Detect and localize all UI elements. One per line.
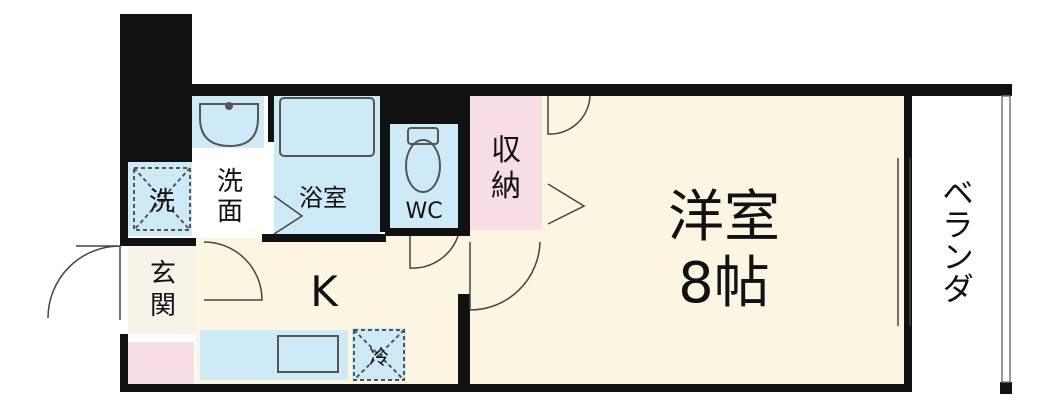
laundry-box bbox=[133, 167, 191, 231]
label-entrance-bottom: 関 bbox=[150, 291, 176, 321]
label-kitchen: K bbox=[310, 267, 339, 316]
label-western-room-size: 8帖 bbox=[678, 251, 770, 316]
closet-door[interactable] bbox=[547, 95, 591, 225]
walls bbox=[120, 14, 1012, 394]
toilet-door[interactable] bbox=[409, 235, 459, 269]
bathtub bbox=[279, 97, 375, 157]
label-washroom-bottom: 面 bbox=[217, 197, 243, 227]
fridge-box bbox=[353, 329, 405, 381]
entrance-door[interactable] bbox=[47, 245, 121, 320]
kitchen-sink bbox=[277, 335, 339, 373]
label-entrance-top: 玄 bbox=[150, 259, 176, 289]
closet-floor bbox=[470, 96, 542, 230]
label-western-room: 洋室 bbox=[668, 185, 780, 250]
label-fridge: 冷 bbox=[369, 345, 389, 369]
label-laundry: 洗 bbox=[149, 187, 175, 217]
bathroom-floor bbox=[274, 92, 380, 234]
toilet-floor bbox=[390, 124, 458, 232]
balcony-rail bbox=[1001, 95, 1011, 383]
bathroom-door[interactable] bbox=[273, 195, 304, 235]
label-closet-top: 収 bbox=[491, 133, 521, 168]
label-closet-bottom: 納 bbox=[491, 169, 521, 204]
faucet bbox=[225, 102, 233, 110]
label-balcony: ベランダ bbox=[937, 176, 975, 304]
entrance-floor bbox=[128, 246, 196, 334]
label-bathroom: 浴室 bbox=[299, 184, 347, 212]
shoe-box bbox=[128, 342, 194, 384]
toilet-tank bbox=[407, 127, 439, 145]
washroom-door[interactable] bbox=[203, 241, 263, 301]
fridge-cross bbox=[353, 329, 405, 381]
label-toilet: WC bbox=[405, 199, 442, 224]
sink-bowl bbox=[199, 103, 259, 148]
hall-floor bbox=[385, 232, 465, 242]
toilet-bowl bbox=[405, 139, 441, 193]
room-door[interactable] bbox=[469, 241, 541, 311]
label-washroom-top: 洗 bbox=[217, 167, 243, 197]
